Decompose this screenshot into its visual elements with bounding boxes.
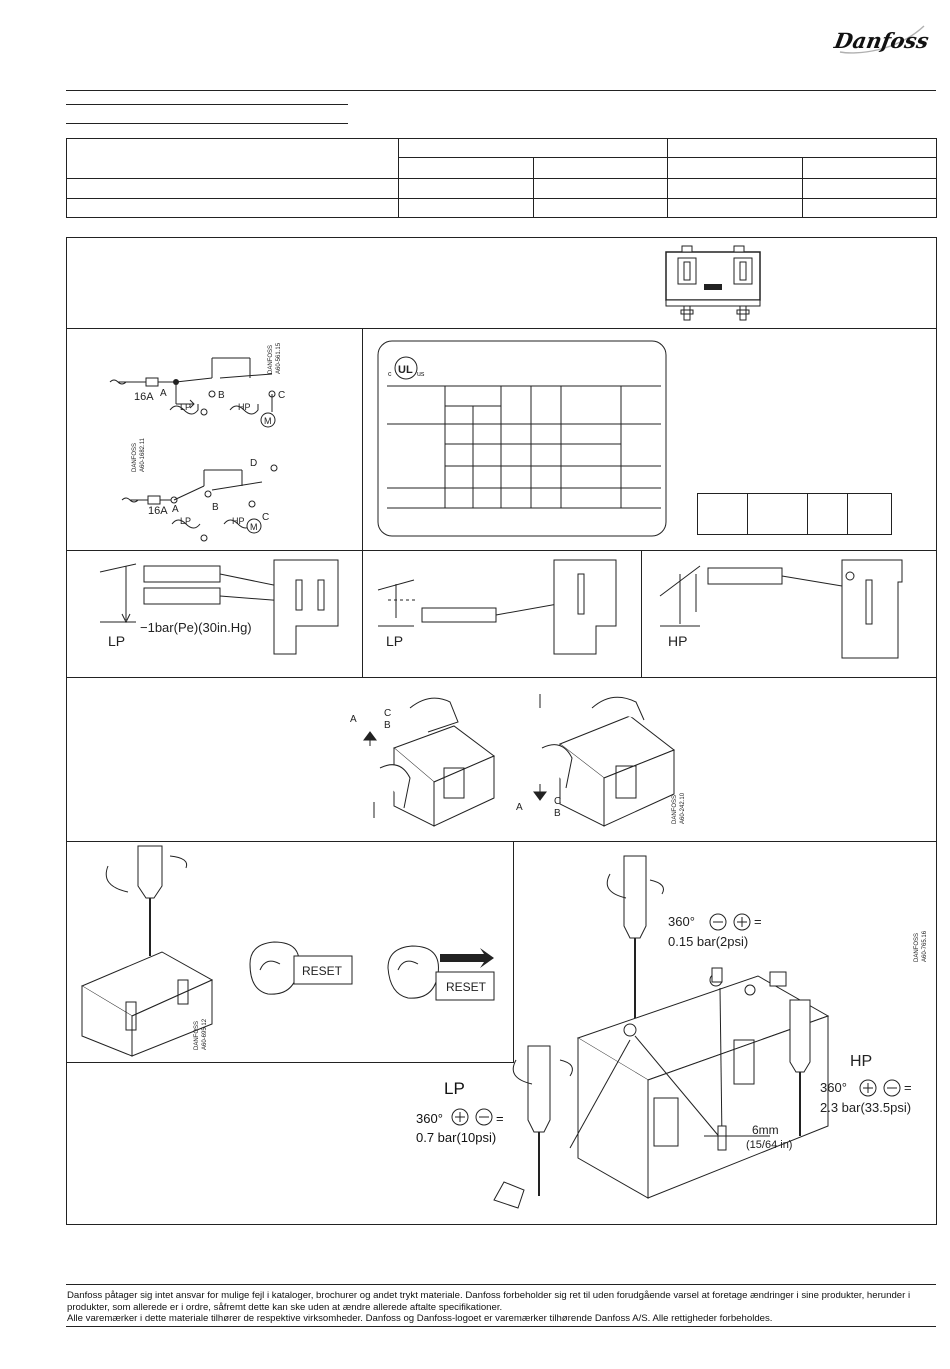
screwdriver-switch-illustration: DANFOSS A60-695.12	[80, 845, 214, 1057]
screw-code-1: DANFOSS	[194, 1021, 200, 1050]
footer-line-1: Danfoss påtager sig intet ansvar for mul…	[67, 1290, 911, 1313]
reset-1-terminal-b: B	[384, 720, 391, 731]
manual-reset-illustration-1: A C B	[350, 697, 495, 827]
wiring-diagram-bottom: D LP HP M 16A A B C DANFOSS A60-1682.11	[121, 437, 278, 542]
pressure-side-lp-1: LP	[108, 633, 125, 649]
diagram-code-2: A60-561.15	[276, 342, 282, 374]
lp-switch-label: LP	[180, 402, 191, 412]
adjust-code-1: DANFOSS	[914, 933, 920, 962]
small-table	[697, 493, 892, 535]
footer-line-2: Alle varemærker i dette materiale tilhør…	[67, 1313, 773, 1325]
top-deg: 360°	[668, 914, 695, 929]
terminal-d: D	[250, 458, 257, 469]
header-rule	[66, 90, 936, 91]
terminal-a: A	[160, 388, 167, 399]
reset-2-terminal-b: B	[554, 808, 561, 819]
manual-reset-illustration-2: A C B DANFOSS A60-242.10	[516, 694, 686, 827]
danfoss-logo: Danfoss	[832, 25, 931, 54]
vacuum-note: −1bar(Pe)(30in.Hg)	[140, 620, 252, 635]
terminal-c-2: C	[262, 512, 269, 523]
main-frame	[66, 237, 937, 1225]
spec-table	[66, 138, 937, 218]
ul-mark-us: us	[417, 371, 425, 378]
fuse-label-2: 16A	[148, 505, 168, 517]
pressure-switch-front-view	[665, 245, 761, 321]
footer-rule	[66, 1284, 936, 1285]
pressure-side-lp-2: LP	[386, 633, 403, 649]
hp-switch-label-2: HP	[232, 516, 245, 526]
diagram-code-1: DANFOSS	[268, 345, 274, 374]
ul-mark-c: c	[388, 371, 392, 378]
lp-value: 0.7 bar(10psi)	[416, 1130, 497, 1145]
diagram-code-4: A60-1682.11	[140, 437, 146, 472]
ul-rating-table: UL c us	[377, 340, 667, 537]
reset-1-terminal-a: A	[350, 714, 357, 725]
reset-2-terminal-a: A	[516, 802, 523, 813]
title-rule-2	[66, 123, 348, 124]
diagram-code-3: DANFOSS	[132, 443, 138, 472]
hp-value: 2.3 bar(33.5psi)	[820, 1100, 911, 1115]
reset-2-terminal-c: C	[554, 796, 561, 807]
footer-disclaimer: Danfoss påtager sig intet ansvar for mul…	[67, 1290, 917, 1325]
pressure-side-hp: HP	[668, 633, 687, 649]
hp-adjust-label: HP	[850, 1053, 872, 1070]
adjustment-illustration: 360° = 0.15 bar(2psi) DANFOSS A60-765.16…	[493, 855, 928, 1209]
lp-eq: =	[496, 1111, 504, 1126]
top-value: 0.15 bar(2psi)	[668, 934, 748, 949]
hp-deg: 360°	[820, 1080, 847, 1095]
reset-knob-normal: RESET	[249, 941, 353, 995]
adjust-code-2: A60-765.16	[922, 930, 928, 962]
footer-bottom-rule	[66, 1326, 936, 1327]
pressure-diagram-1: LP −1bar(Pe)(30in.Hg)	[99, 559, 339, 655]
reset-label-1: RESET	[302, 964, 343, 978]
svg-text:Danfoss: Danfoss	[832, 28, 931, 53]
lp-deg: 360°	[416, 1111, 443, 1126]
reset-label-2: RESET	[446, 980, 487, 994]
hp-eq: =	[904, 1080, 912, 1095]
top-eq: =	[754, 914, 762, 929]
reset-code-2: A60-242.10	[680, 792, 686, 824]
terminal-b: B	[218, 390, 225, 401]
title-rule-1	[66, 104, 348, 105]
dim-mm: 6mm	[752, 1123, 779, 1137]
lp-adjust-label: LP	[444, 1079, 465, 1098]
ul-mark: UL	[398, 364, 413, 376]
motor-label-2: M	[250, 522, 258, 532]
pressure-diagram-3: HP	[659, 559, 903, 659]
motor-label: M	[264, 416, 272, 426]
reset-knob-pushed: RESET	[387, 945, 495, 1001]
hp-switch-label: HP	[238, 402, 251, 412]
terminal-c: C	[278, 390, 285, 401]
wiring-diagram-top: M LP HP 16A A B C DANFOSS A60-561.15	[109, 342, 285, 428]
fuse-label: 16A	[134, 391, 154, 403]
screw-code-2: A60-695.12	[202, 1018, 208, 1050]
reset-code-1: DANFOSS	[672, 795, 678, 824]
terminal-a-2: A	[172, 504, 179, 515]
terminal-b-2: B	[212, 502, 219, 513]
reset-1-terminal-c: C	[384, 708, 391, 719]
dim-in: (15/64 in)	[746, 1139, 792, 1151]
lp-plus-minus-icon	[451, 1108, 493, 1126]
pressure-diagram-2: LP	[377, 559, 617, 655]
lp-switch-label-2: LP	[180, 516, 191, 526]
